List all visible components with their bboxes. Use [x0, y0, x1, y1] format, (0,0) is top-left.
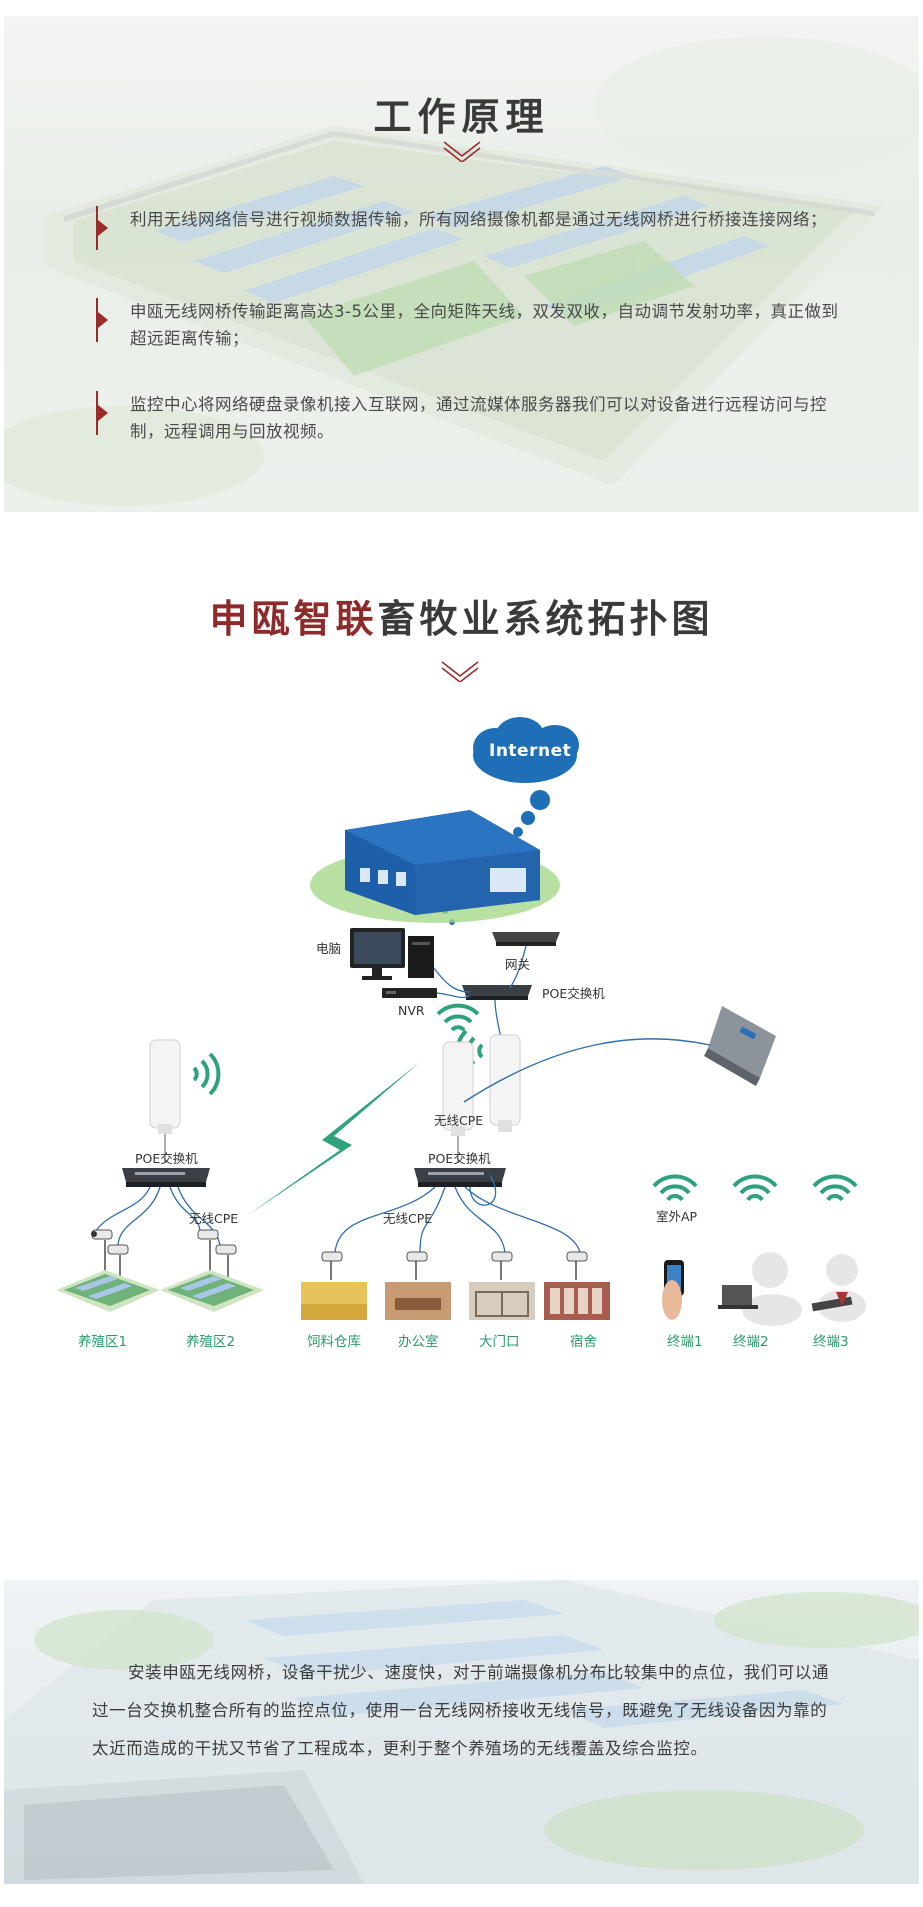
- laptop-terminal-icon: [718, 1252, 802, 1326]
- wifi-signal-icon: [812, 1174, 858, 1202]
- endpoint-label: 终端1: [667, 1334, 703, 1350]
- endpoint-label: 终端3: [813, 1334, 849, 1350]
- endpoint-label: 养殖区2: [186, 1334, 236, 1350]
- wireless-cpe-left-icon: [149, 1039, 181, 1134]
- internet-label: Internet: [489, 741, 572, 761]
- topology-title-text: 畜牧业系统拓扑图: [377, 596, 714, 641]
- wifi-signal-icon: [652, 1174, 698, 1202]
- farm-overview-illustration: [4, 1580, 919, 1884]
- poe-switch-left-icon: [122, 1168, 210, 1187]
- farm-aerial-illustration: [4, 36, 919, 506]
- tablet-terminal-icon: [811, 1254, 866, 1322]
- endpoint-label: 饲料仓库: [307, 1334, 361, 1350]
- principle-point-text: 利用无线网络信号进行视频数据传输，所有网络摄像机都是通过无线网桥进行桥接连接网络…: [130, 210, 827, 229]
- poe-mid-label: POE交换机: [428, 1151, 491, 1166]
- cpe-main-label: 无线CPE: [434, 1113, 484, 1128]
- topology-diagram: Internet 电脑 网关 NVR POE交换机 无线CPE 无线CPE 无线…: [0, 700, 923, 1530]
- cpe-left-label: 无线CPE: [189, 1211, 239, 1226]
- summary-section: 安装申瓯无线网桥，设备干扰少、速度快，对于前端摄像机分布比较集中的点位，我们可以…: [4, 1580, 919, 1884]
- principle-point-3: 监控中心将网络硬盘录像机接入互联网，通过流媒体服务器我们可以对设备进行远程访问与…: [88, 391, 848, 451]
- summary-paragraph: 安装申瓯无线网桥，设备干扰少、速度快，对于前端摄像机分布比较集中的点位，我们可以…: [92, 1663, 830, 1758]
- bullet-marker-icon: [96, 206, 108, 250]
- camera-icon: [566, 1251, 588, 1280]
- computer-icon: [350, 928, 434, 980]
- nvr-label: NVR: [398, 1003, 425, 1018]
- wifi-signal-icon: [192, 1052, 221, 1096]
- principle-point-text: 申瓯无线网桥传输距离高达3-5公里，全向矩阵天线，双发双收，自动调节发射功率，真…: [130, 302, 839, 348]
- wireless-link-bolt-icon: [248, 1062, 420, 1215]
- poe-switch-mid-icon: [414, 1168, 506, 1187]
- camera-icon: [406, 1251, 428, 1280]
- office-photo: [385, 1282, 451, 1320]
- cpe-mid-label: 无线CPE: [383, 1211, 433, 1226]
- outdoor-ap-label: 室外AP: [656, 1209, 698, 1224]
- internet-cloud-icon: [441, 717, 579, 925]
- chevron-down-icon: [441, 661, 479, 682]
- principle-point-text: 监控中心将网络硬盘录像机接入互联网，通过流媒体服务器我们可以对设备进行远程访问与…: [130, 395, 827, 441]
- principle-point-1: 利用无线网络信号进行视频数据传输，所有网络摄像机都是通过无线网桥进行桥接连接网络…: [88, 206, 848, 266]
- gateway-icon: [492, 932, 560, 946]
- main-gate-photo: [469, 1282, 535, 1320]
- wireless-cpe-main-icon: [489, 1034, 521, 1132]
- bullet-marker-icon: [96, 391, 108, 435]
- principle-point-2: 申瓯无线网桥传输距离高达3-5公里，全向矩阵天线，双发双收，自动调节发射功率，真…: [88, 298, 848, 358]
- endpoint-label: 养殖区1: [78, 1334, 128, 1350]
- wifi-signal-icon: [436, 1003, 480, 1032]
- computer-label: 电脑: [316, 941, 342, 956]
- camera-icon: [491, 1251, 513, 1280]
- topology-title: 申瓯智联畜牧业系统拓扑图: [0, 588, 923, 643]
- feed-warehouse-photo: [301, 1282, 367, 1320]
- phone-terminal-icon: [662, 1260, 684, 1320]
- dormitory-photo: [544, 1282, 610, 1320]
- chevron-down-icon: [443, 141, 481, 162]
- endpoint-label: 宿舍: [570, 1334, 597, 1350]
- breeding-area-2-icon: [160, 1270, 264, 1312]
- endpoint-label: 终端2: [733, 1334, 769, 1350]
- working-principle-section: 工作原理 利用无线网络信号进行视频数据传输，所有网络摄像机都是通过无线网桥进行桥…: [4, 16, 919, 512]
- poe-left-label: POE交换机: [135, 1151, 198, 1166]
- breeding-area-1-icon: [56, 1270, 160, 1312]
- nvr-icon: [382, 988, 437, 998]
- endpoint-label: 大门口: [479, 1334, 520, 1350]
- gateway-label: 网关: [505, 957, 531, 972]
- wireless-cpe-mid-icon: [442, 1041, 474, 1136]
- wifi-signal-icon: [732, 1174, 778, 1202]
- section-title: 工作原理: [373, 94, 550, 139]
- brand-name: 申瓯智联: [209, 596, 378, 641]
- bullet-marker-icon: [96, 298, 108, 342]
- monitoring-center-building-icon: [310, 810, 560, 923]
- poe-switch-main-icon: [462, 985, 532, 1000]
- poe-main-label: POE交换机: [542, 986, 605, 1001]
- camera-icon: [321, 1251, 343, 1280]
- outdoor-ap-icon: [704, 1006, 776, 1086]
- endpoint-label: 办公室: [398, 1334, 439, 1350]
